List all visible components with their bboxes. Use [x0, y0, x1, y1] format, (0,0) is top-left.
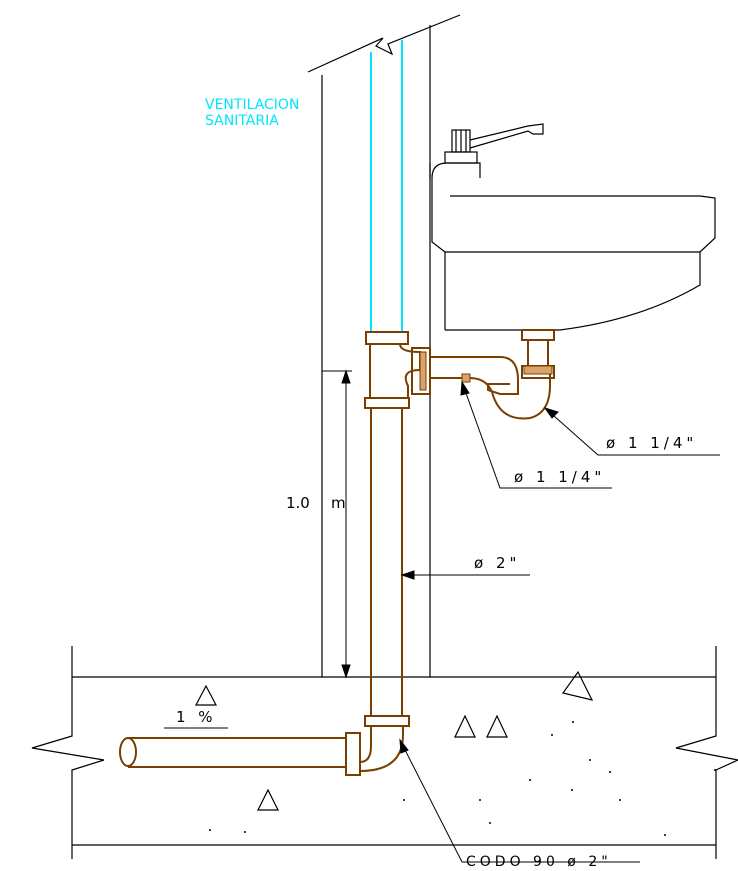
slope-label: 1 %	[176, 708, 217, 726]
vent-pipe	[370, 40, 403, 332]
floor-slab	[31, 646, 738, 859]
dimension-lines	[164, 369, 720, 863]
lavatory	[429, 123, 716, 331]
trap-diameter-label: ø 1 1/4"	[606, 434, 698, 452]
fitting-threads	[419, 351, 553, 391]
aggregate-dots	[209, 721, 716, 836]
branch-diameter-label: ø 1 1/4"	[514, 468, 606, 486]
wall	[307, 14, 461, 677]
elbow-label: CODO 90 ø 2"	[466, 854, 612, 870]
vent-label-line2: SANITARIA	[205, 113, 279, 129]
height-unit-label: m	[331, 494, 346, 512]
drain-piping	[119, 329, 555, 776]
vent-label-line1: VENTILACION	[205, 97, 300, 113]
pipe-diameter-label: ø 2"	[474, 554, 521, 572]
height-value-label: 1.0	[286, 494, 310, 512]
